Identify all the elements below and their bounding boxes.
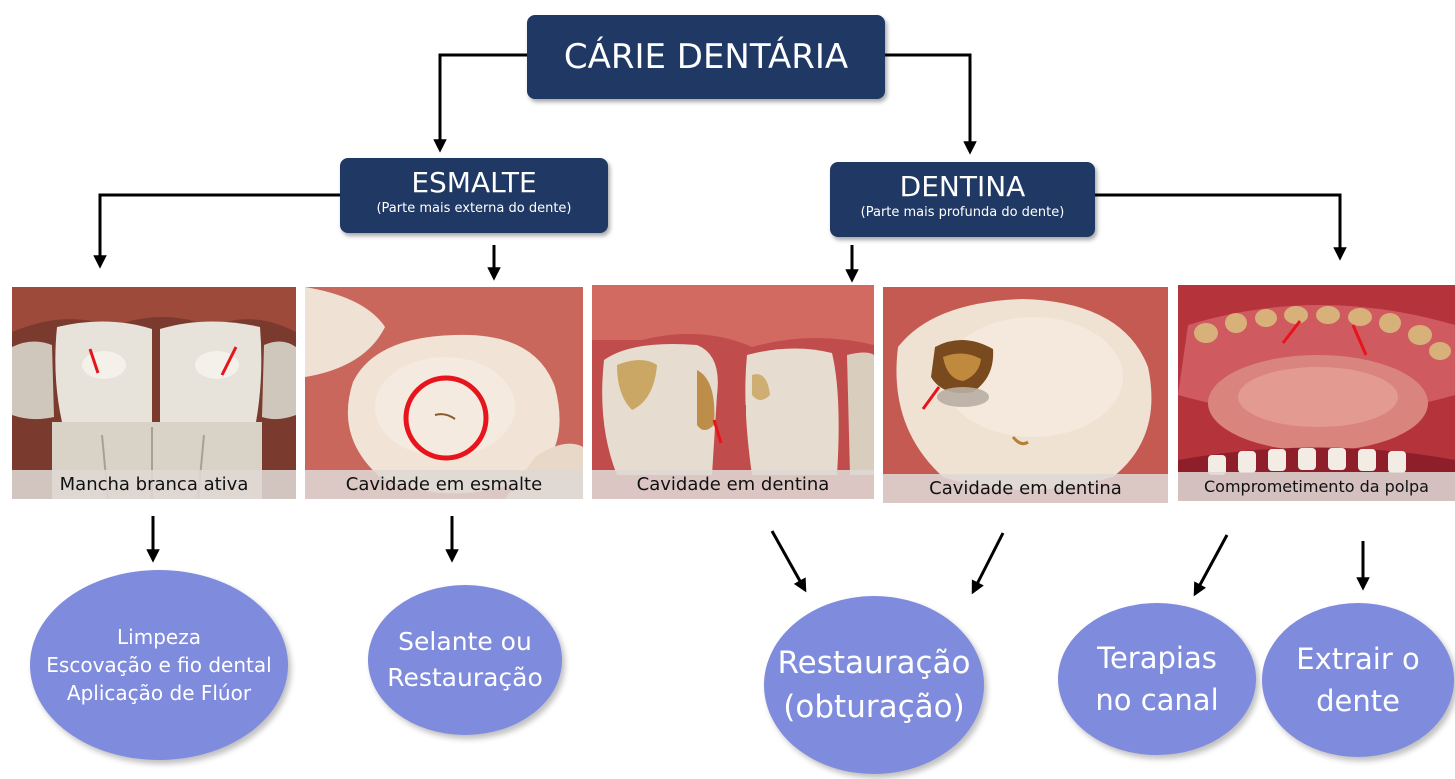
photo-caption: Cavidade em dentina: [883, 474, 1168, 503]
photo-cavidade-dentina-2: Cavidade em dentina: [883, 287, 1168, 503]
treatment-restauracao: Restauração (obturação): [764, 596, 984, 774]
connector-polpa-terapias: [1195, 535, 1227, 594]
treatment-line: Terapias: [1097, 637, 1217, 679]
photo-comprometimento-polpa: Comprometimento da polpa: [1178, 285, 1455, 501]
dentina-box: DENTINA (Parte mais profunda do dente): [830, 162, 1095, 237]
photo-caption: Cavidade em dentina: [592, 470, 874, 499]
title-box: CÁRIE DENTÁRIA: [527, 15, 885, 99]
treatment-line: Aplicação de Flúor: [67, 679, 251, 707]
teeth-illustration-enamel: [305, 287, 583, 499]
connector-title-dentina: [885, 55, 970, 152]
connector-dentina-restauracao-b: [973, 533, 1003, 592]
treatment-line: Extrair o: [1296, 638, 1420, 680]
treatment-limpeza: Limpeza Escovação e fio dental Aplicação…: [30, 570, 288, 760]
treatment-line: Selante ou: [398, 624, 532, 660]
photo-caption: Comprometimento da polpa: [1178, 472, 1455, 501]
treatment-terapias: Terapias no canal: [1058, 603, 1256, 755]
treatment-line: Restauração: [778, 641, 971, 685]
treatment-line: no canal: [1095, 679, 1218, 721]
connector-dentina-restauracao-a: [772, 531, 805, 590]
connector-dentina-polpa: [1095, 195, 1340, 258]
treatment-line: (obturação): [783, 685, 964, 729]
treatment-line: Restauração: [387, 660, 543, 696]
esmalte-label: ESMALTE: [340, 166, 608, 200]
photo-cavidade-esmalte: Cavidade em esmalte: [305, 287, 583, 499]
connector-title-esmalte: [440, 55, 527, 150]
treatment-line: dente: [1316, 680, 1400, 722]
esmalte-box: ESMALTE (Parte mais externa do dente): [340, 158, 608, 233]
dentina-label: DENTINA: [830, 170, 1095, 204]
photo-mancha-branca: Mancha branca ativa: [12, 287, 296, 499]
treatment-line: Escovação e fio dental: [46, 651, 271, 679]
esmalte-note: (Parte mais externa do dente): [340, 200, 608, 218]
teeth-illustration-deep-dentin: [883, 287, 1168, 503]
photo-caption: Cavidade em esmalte: [305, 470, 583, 499]
connector-esmalte-mancha: [100, 195, 340, 266]
teeth-illustration-dentin: [592, 285, 874, 499]
mouth-illustration-pulp: [1178, 285, 1455, 501]
teeth-illustration-white-spot: [12, 287, 296, 499]
dentina-note: (Parte mais profunda do dente): [830, 204, 1095, 222]
photo-caption: Mancha branca ativa: [12, 470, 296, 499]
treatment-extrair: Extrair o dente: [1262, 603, 1454, 757]
photo-cavidade-dentina-1: Cavidade em dentina: [592, 285, 874, 499]
treatment-line: Limpeza: [117, 623, 201, 651]
treatment-selante: Selante ou Restauração: [368, 585, 562, 735]
diagram-title: CÁRIE DENTÁRIA: [564, 37, 848, 77]
